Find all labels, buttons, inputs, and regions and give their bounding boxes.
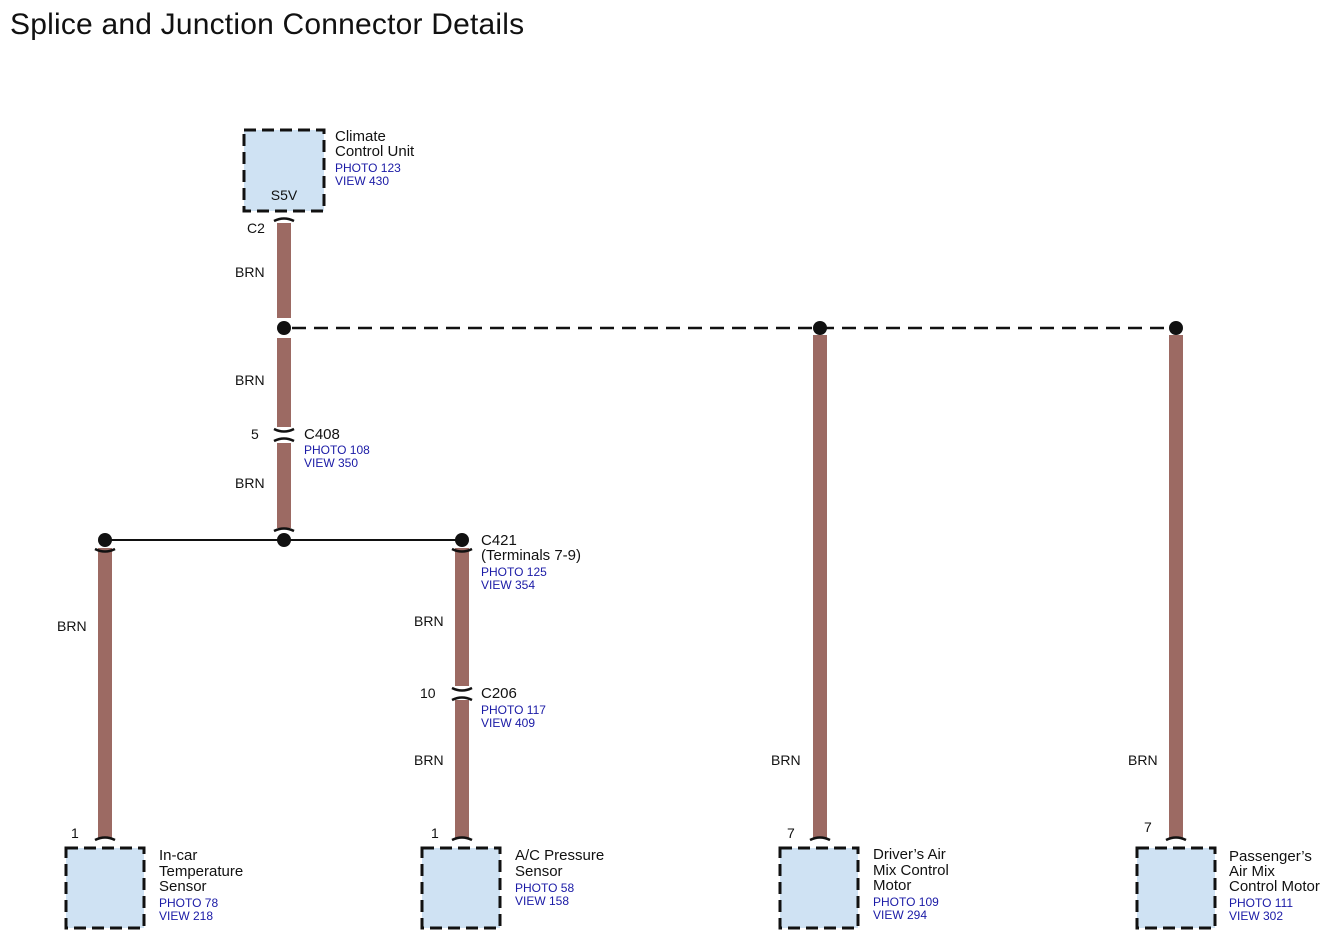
wire-label: BRN — [1128, 752, 1158, 768]
wire-label: BRN — [235, 264, 265, 280]
c421-terminals: (Terminals 7-9) — [481, 547, 581, 564]
driver-motor-photo-link[interactable]: PHOTO 109 — [873, 895, 939, 909]
junction-center-bracket — [273, 527, 295, 533]
ac-sensor-name-line2: Sensor — [515, 863, 563, 880]
incar-temperature-sensor[interactable]: 1 In-car Temperature Sensor PHOTO 78 VIE… — [64, 825, 243, 930]
ac-sensor-pin-number: 1 — [431, 825, 439, 841]
page-title: Splice and Junction Connector Details — [10, 8, 525, 41]
driver-motor-name-line1: Driver’s Air — [873, 846, 946, 863]
driver-motor-box[interactable] — [778, 846, 860, 930]
climate-control-unit-box[interactable] — [242, 128, 326, 213]
c421-name: C421 — [481, 532, 517, 549]
driver-motor-name-line2: Mix Control — [873, 862, 949, 879]
incar-sensor-photo-link[interactable]: PHOTO 78 — [159, 896, 218, 910]
connector-c206[interactable]: 10 C206 PHOTO 117 VIEW 409 — [420, 685, 546, 730]
ccu-connector-label: C2 — [247, 220, 265, 236]
ccu-name-line2: Control Unit — [335, 143, 415, 160]
c408-view-link[interactable]: VIEW 350 — [304, 456, 358, 470]
c206-pin-number: 10 — [420, 685, 436, 701]
c206-photo-link[interactable]: PHOTO 117 — [481, 703, 546, 717]
connector-brackets — [94, 217, 1187, 842]
passenger-motor-pin-number: 7 — [1144, 819, 1152, 835]
splice-points — [98, 321, 1183, 547]
driver-motor-bracket — [809, 836, 831, 842]
passenger-motor-photo-link[interactable]: PHOTO 111 — [1229, 896, 1293, 910]
wire-label: BRN — [414, 752, 444, 768]
driver-motor-pin-number: 7 — [787, 825, 795, 841]
passenger-motor-box[interactable] — [1135, 846, 1217, 930]
passenger-air-mix-motor[interactable]: 7 Passenger’s Air Mix Control Motor PHOT… — [1135, 819, 1320, 930]
passenger-motor-view-link[interactable]: VIEW 302 — [1229, 909, 1283, 923]
incar-sensor-name-line2: Temperature — [159, 863, 243, 880]
ac-sensor-bracket — [451, 836, 473, 842]
wire-label: BRN — [414, 613, 444, 629]
ccu-photo-link[interactable]: PHOTO 123 — [335, 161, 401, 175]
wire-color-labels: BRN BRN BRN BRN BRN BRN BRN BRN — [57, 264, 1158, 768]
ccu-connector-bracket — [273, 217, 295, 223]
ccu-view-link[interactable]: VIEW 430 — [335, 174, 389, 188]
incar-sensor-bracket — [94, 836, 116, 842]
passenger-motor-name-line2: Air Mix — [1229, 863, 1275, 880]
c421-view-link[interactable]: VIEW 354 — [481, 578, 535, 592]
passenger-motor-name-line1: Passenger’s — [1229, 848, 1312, 865]
connector-c408[interactable]: 5 C408 PHOTO 108 VIEW 350 — [251, 426, 370, 470]
c408-bracket-upper — [273, 427, 295, 433]
ac-sensor-photo-link[interactable]: PHOTO 58 — [515, 881, 574, 895]
c421-photo-link[interactable]: PHOTO 125 — [481, 565, 547, 579]
ccu-name-line1: Climate — [335, 128, 386, 145]
incar-sensor-box[interactable] — [64, 846, 146, 930]
c408-name: C408 — [304, 426, 340, 443]
splice-point-main — [277, 321, 291, 335]
incar-sensor-name-line1: In-car — [159, 847, 197, 864]
ac-sensor-name-line1: A/C Pressure — [515, 847, 604, 864]
wire-label: BRN — [57, 618, 87, 634]
splice-point-driver — [813, 321, 827, 335]
incar-sensor-view-link[interactable]: VIEW 218 — [159, 909, 213, 923]
c206-bracket-upper — [451, 686, 473, 692]
c408-bracket-lower — [273, 437, 295, 443]
connector-c421[interactable]: C421 (Terminals 7-9) PHOTO 125 VIEW 354 — [481, 532, 581, 592]
splice-point-passenger — [1169, 321, 1183, 335]
junction-point-right — [455, 533, 469, 547]
c408-photo-link[interactable]: PHOTO 108 — [304, 443, 370, 457]
incar-sensor-name-line3: Sensor — [159, 878, 207, 895]
c206-name: C206 — [481, 685, 517, 702]
driver-motor-view-link[interactable]: VIEW 294 — [873, 908, 927, 922]
wire-label: BRN — [235, 475, 265, 491]
driver-motor-name-line3: Motor — [873, 877, 911, 894]
junction-left-bracket — [94, 547, 116, 553]
passenger-motor-name-line3: Control Motor — [1229, 878, 1320, 895]
wire-label: BRN — [771, 752, 801, 768]
ac-sensor-box[interactable] — [420, 846, 502, 930]
passenger-motor-bracket — [1165, 836, 1187, 842]
ac-pressure-sensor[interactable]: 1 A/C Pressure Sensor PHOTO 58 VIEW 158 — [420, 825, 604, 930]
c206-view-link[interactable]: VIEW 409 — [481, 716, 535, 730]
junction-point-left — [98, 533, 112, 547]
junction-point-center — [277, 533, 291, 547]
c206-bracket-lower — [451, 696, 473, 702]
ccu-terminal-label: S5V — [271, 187, 298, 203]
c408-pin-number: 5 — [251, 426, 259, 442]
driver-air-mix-motor[interactable]: 7 Driver’s Air Mix Control Motor PHOTO 1… — [778, 825, 949, 930]
wires — [98, 223, 1183, 838]
climate-control-unit[interactable]: S5V Climate Control Unit PHOTO 123 VIEW … — [242, 128, 415, 236]
ac-sensor-view-link[interactable]: VIEW 158 — [515, 894, 569, 908]
c421-bracket — [451, 547, 473, 553]
wire-label: BRN — [235, 372, 265, 388]
incar-sensor-pin-number: 1 — [71, 825, 79, 841]
